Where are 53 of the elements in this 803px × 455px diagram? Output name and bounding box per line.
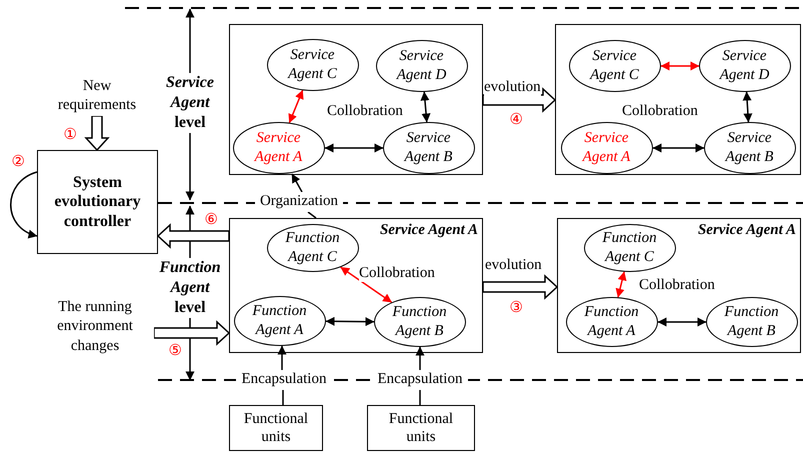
agent-group-box: [229, 218, 483, 353]
agent-group-box: [557, 218, 801, 353]
connector-line: [308, 211, 316, 219]
connector-line: [282, 390, 284, 405]
arrow: [616, 271, 627, 298]
agent-ellipse: Service Agent B: [382, 122, 474, 174]
agent-ellipse: Function Agent A: [566, 296, 658, 346]
arrow: [326, 316, 374, 326]
step-number: ②: [10, 153, 26, 172]
agent-ellipse: Function Agent B: [706, 296, 798, 346]
agent-ellipse: Service Agent D: [698, 40, 790, 92]
controller-box: System evolutionary controller: [37, 150, 158, 254]
arrow: [340, 266, 392, 303]
edge-label: evolution: [484, 79, 541, 96]
agent-ellipse: Service Agent C: [568, 40, 660, 92]
step-number: ⑥: [204, 211, 218, 230]
arrow: [288, 90, 304, 124]
block-arrow: [482, 274, 558, 300]
arrow: [324, 144, 384, 152]
agent-ellipse: Function Agent B: [374, 296, 466, 346]
step-number: ①: [62, 126, 78, 145]
agent-ellipse: Service Agent A: [560, 122, 652, 174]
agent-ellipse: Service Agent B: [704, 122, 796, 174]
arrow: [652, 144, 704, 152]
arrow: [416, 346, 424, 370]
agent-ellipse: Function Agent A: [234, 296, 326, 346]
group-heading: Service Agent A: [380, 222, 478, 239]
node-text: Organization: [255, 192, 343, 212]
block-arrow: [156, 223, 230, 249]
agent-ellipse: Function Agent C: [266, 224, 358, 272]
arrow: [278, 346, 286, 370]
connector-line: [419, 390, 421, 405]
step-number: ⑤: [168, 342, 182, 361]
agent-ellipse: Service Agent D: [376, 40, 468, 92]
arrow: [420, 92, 431, 122]
loop-arrow: [10, 171, 38, 238]
agent-group-box: [229, 24, 483, 175]
arrow: [660, 62, 700, 70]
unit-box: Functional units: [367, 405, 475, 451]
block-arrow: [84, 115, 110, 152]
unit-box: Functional units: [229, 405, 323, 451]
agent-ellipse: Service Agent C: [266, 38, 358, 90]
arrow: [291, 174, 303, 192]
group-heading: Service Agent A: [698, 222, 796, 239]
agent-group-box: [555, 24, 801, 175]
collaboration-label: Collobration: [359, 265, 435, 282]
agent-ellipse: Function Agent C: [584, 224, 676, 272]
block-arrow: [153, 320, 230, 346]
arrow: [742, 92, 752, 122]
arrow: [658, 318, 706, 326]
step-number: ③: [508, 299, 524, 318]
agent-ellipse: Service Agent A: [232, 122, 324, 174]
step-number: ④: [508, 111, 524, 130]
